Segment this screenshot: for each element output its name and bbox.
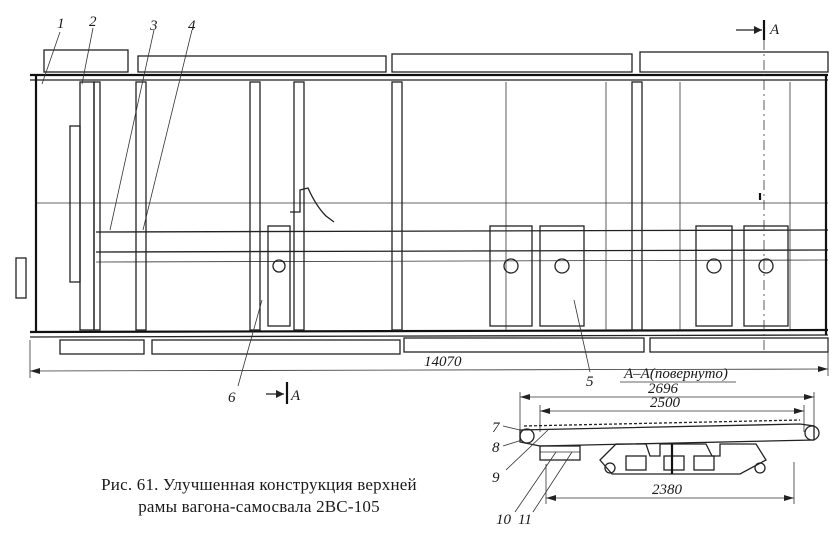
callout-2: 2 [89, 14, 97, 30]
callout-6: 6 [228, 390, 236, 406]
bottom-longitudinal-beam [29, 328, 829, 355]
overall-length-dimension [29, 340, 829, 378]
callout-8: 8 [492, 440, 500, 456]
callout-leaders [41, 27, 591, 387]
section-mark-top: A [769, 22, 780, 38]
callout-7: 7 [492, 420, 501, 436]
section-line-a [266, 20, 766, 404]
figure-caption: Рис. 61. Улучшенная конструкция верхней … [44, 474, 474, 518]
section-width-top-label: 2696 [648, 381, 679, 397]
caption-line-1: Рис. 61. Улучшенная конструкция верхней [101, 475, 417, 494]
hinge-brackets [267, 187, 789, 327]
callout-9: 9 [492, 470, 500, 486]
callout-3: 3 [149, 18, 158, 34]
overall-length-label: 14070 [424, 354, 462, 370]
middle-rails [36, 202, 829, 263]
section-width-mid-label: 2500 [650, 395, 681, 411]
cross-members [135, 75, 828, 335]
end-wall [15, 75, 101, 332]
cross-section-view [502, 381, 820, 513]
top-longitudinal-beam [30, 49, 829, 81]
section-title: А–А(повернуто) [623, 366, 728, 382]
callout-11: 11 [518, 512, 532, 528]
callout-10: 10 [496, 512, 512, 528]
callout-numbers: 1 2 3 4 5 6 7 8 9 10 11 [57, 14, 594, 528]
caption-line-2: рамы вагона-самосвала 2ВС-105 [138, 497, 380, 516]
section-width-bottom-label: 2380 [652, 482, 683, 498]
callout-4: 4 [188, 18, 196, 34]
callout-5: 5 [586, 374, 594, 390]
callout-1: 1 [57, 16, 65, 32]
section-mark-bottom: A [290, 388, 301, 404]
